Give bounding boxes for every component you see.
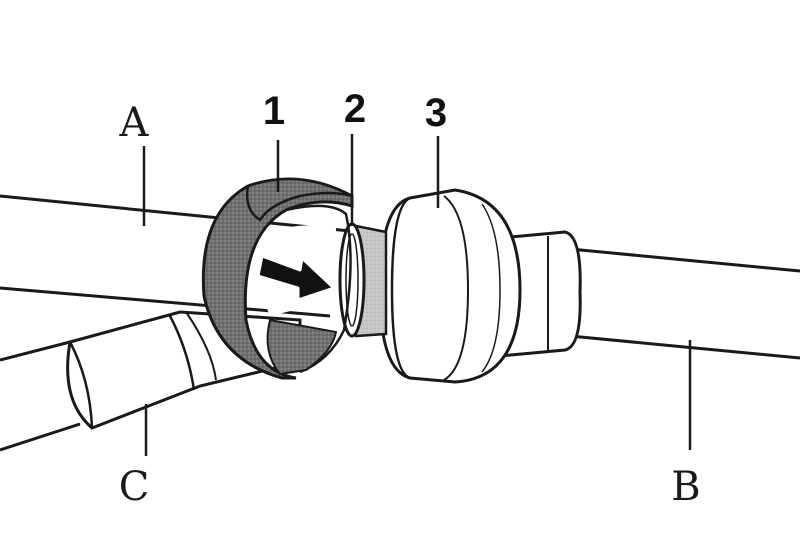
label-1: 1 [263, 89, 285, 133]
label-b: B [671, 464, 700, 510]
label-a: A [119, 100, 150, 146]
connector-body [378, 188, 582, 384]
label-c: C [119, 464, 150, 510]
leader-lines [142, 134, 692, 456]
label-2: 2 [344, 87, 366, 131]
label-3: 3 [425, 91, 447, 135]
pipe-c [0, 310, 302, 452]
pipe-b [560, 247, 800, 360]
push-arrow [256, 254, 336, 302]
o-ring [338, 222, 388, 338]
